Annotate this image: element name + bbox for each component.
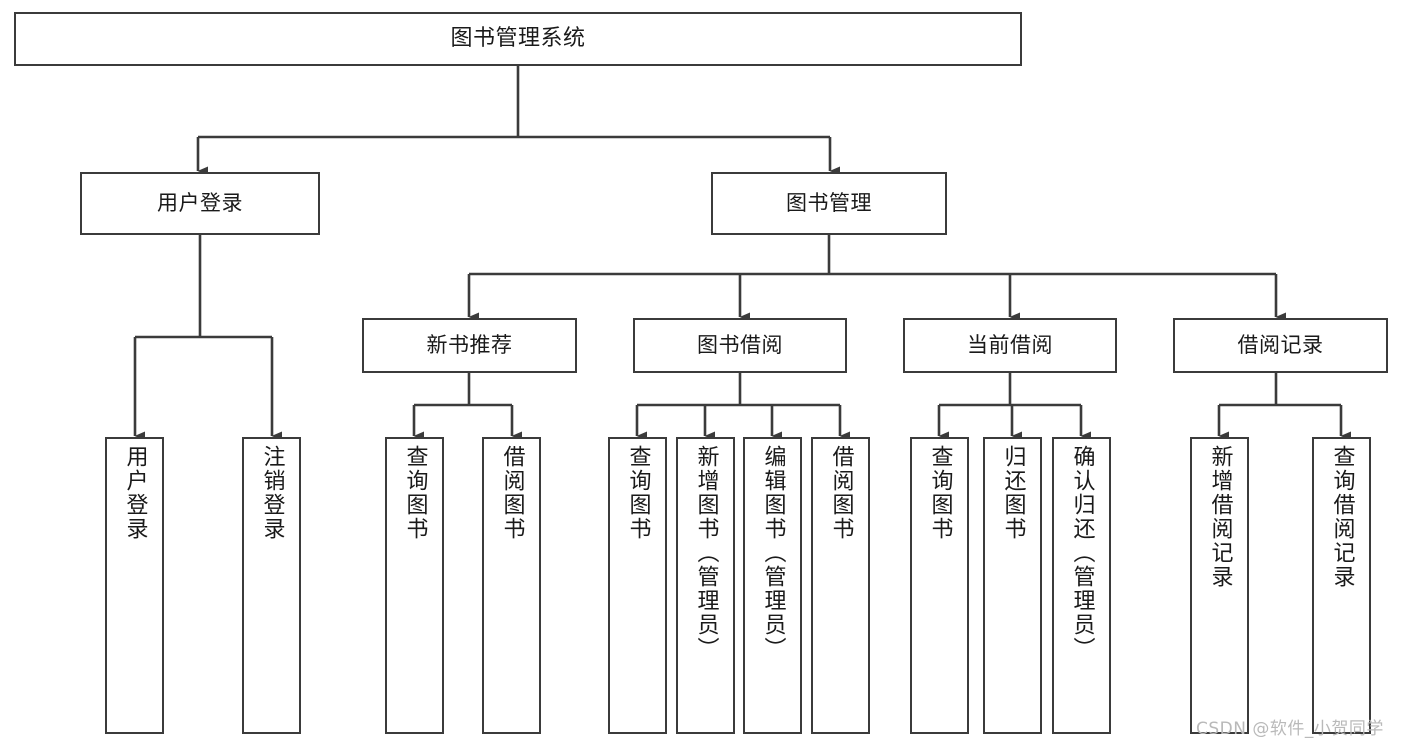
node-user-login-module[interactable]: 用户登录 [80,172,320,235]
node-label: 编辑图书（管理员） [760,445,786,661]
node-label: 当前借阅 [967,333,1053,358]
leaf-record-add[interactable]: 新增借阅记录 [1190,437,1249,734]
leaf-borrow-query-book[interactable]: 查询图书 [608,437,667,734]
leaf-new-query-book[interactable]: 查询图书 [385,437,444,734]
leaf-current-return-book[interactable]: 归还图书 [983,437,1042,734]
node-label: 图书管理系统 [450,26,586,52]
node-label: 注销登录 [259,445,285,541]
node-borrow-record[interactable]: 借阅记录 [1173,318,1388,373]
node-book-borrow[interactable]: 图书借阅 [633,318,847,373]
node-book-management-module[interactable]: 图书管理 [711,172,947,235]
leaf-user-login[interactable]: 用户登录 [105,437,164,734]
node-new-book-recommend[interactable]: 新书推荐 [362,318,577,373]
csdn-watermark: CSDN @软件_小贺同学 [1196,719,1384,739]
node-label: 用户登录 [157,191,243,216]
node-label: 借阅图书 [499,445,525,541]
leaf-record-query[interactable]: 查询借阅记录 [1312,437,1371,734]
node-label: 查询图书 [625,445,651,541]
node-label: 归还图书 [1000,445,1026,541]
leaf-new-borrow-book[interactable]: 借阅图书 [482,437,541,734]
node-label: 查询图书 [402,445,428,541]
node-label: 新书推荐 [426,333,513,358]
node-label: 查询图书 [927,445,953,541]
leaf-current-query-book[interactable]: 查询图书 [910,437,969,734]
node-label: 图书借阅 [697,333,783,358]
node-label: 查询借阅记录 [1329,445,1355,589]
node-label: 图书管理 [786,191,872,216]
leaf-borrow-borrow-book[interactable]: 借阅图书 [811,437,870,734]
node-label: 新增图书（管理员） [693,445,719,661]
node-label: 借阅图书 [828,445,854,541]
node-root-system[interactable]: 图书管理系统 [14,12,1022,66]
node-label: 用户登录 [122,445,148,541]
node-label: 新增借阅记录 [1207,445,1233,589]
node-current-borrow[interactable]: 当前借阅 [903,318,1117,373]
leaf-borrow-edit-book[interactable]: 编辑图书（管理员） [743,437,802,734]
leaf-user-logout[interactable]: 注销登录 [242,437,301,734]
node-label: 确认归还（管理员） [1069,445,1095,661]
leaf-borrow-add-book[interactable]: 新增图书（管理员） [676,437,735,734]
node-label: 借阅记录 [1237,333,1324,358]
leaf-current-confirm-return[interactable]: 确认归还（管理员） [1052,437,1111,734]
